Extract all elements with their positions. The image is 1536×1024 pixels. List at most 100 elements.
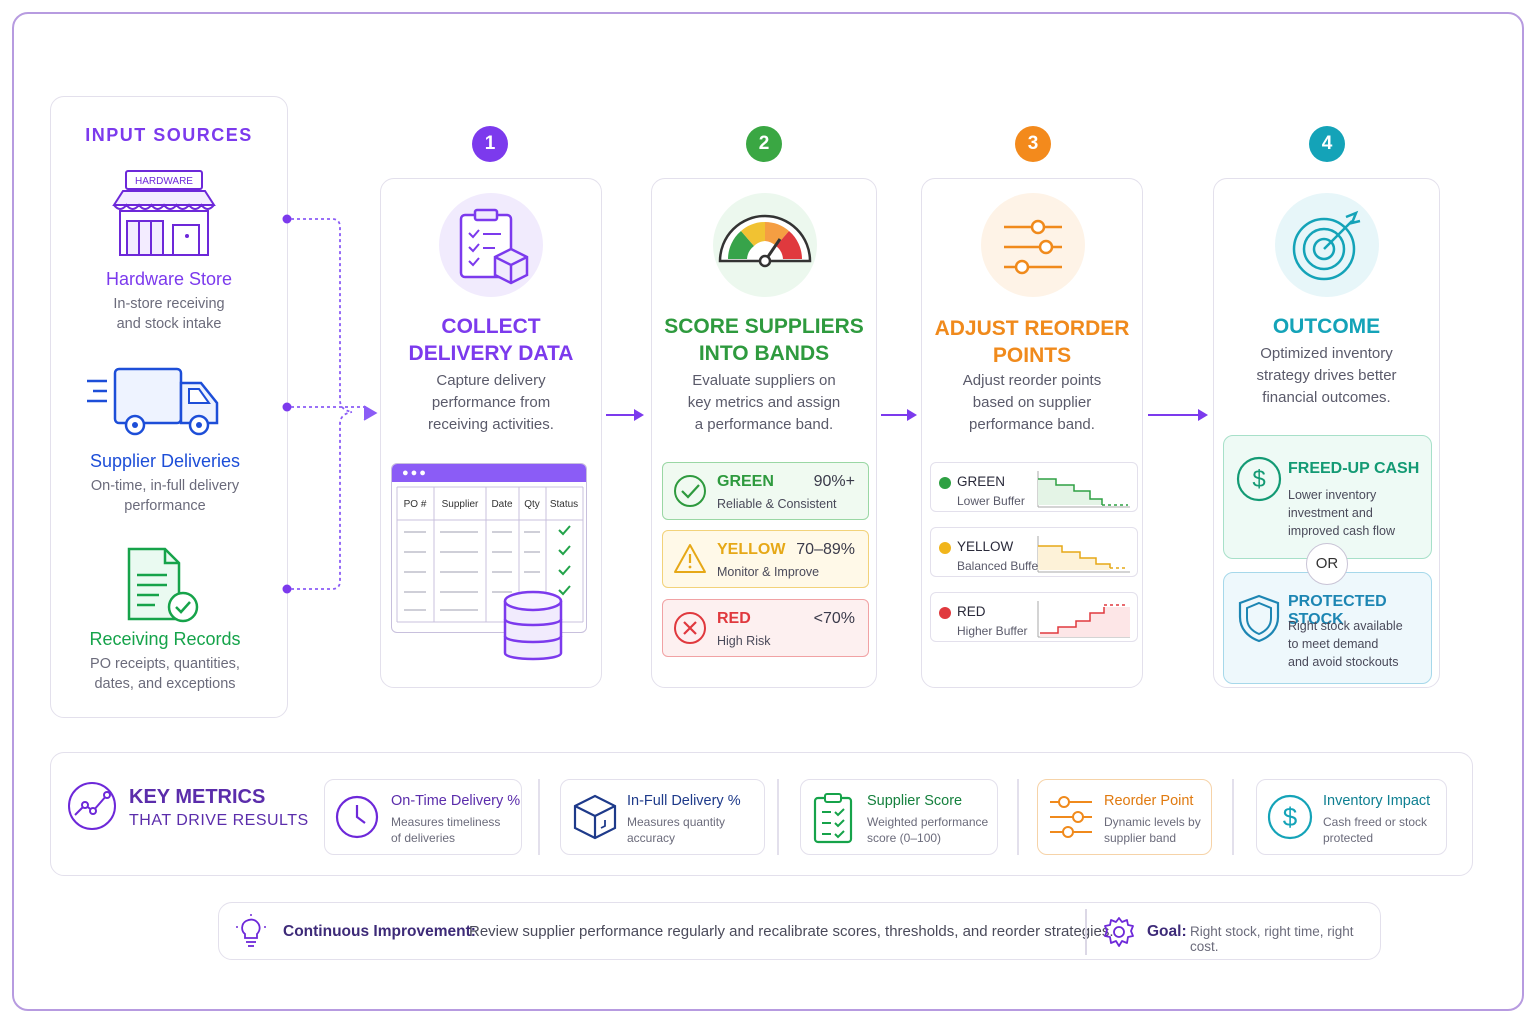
target-icon xyxy=(1292,210,1361,281)
step-2-badge: 2 xyxy=(746,126,782,162)
receiving-records-desc-line: PO receipts, quantities, xyxy=(90,656,240,672)
yellow-dot xyxy=(939,542,951,554)
continuous-improvement-label: Continuous Improvement: xyxy=(283,923,476,940)
continuous-improvement-text: Review supplier performance regularly an… xyxy=(469,923,1114,940)
reorder-green-sub: Lower Buffer xyxy=(957,494,1025,508)
receiving-records-icon xyxy=(127,547,199,623)
metric-divider xyxy=(1232,779,1234,855)
hardware-store-desc-line: and stock intake xyxy=(116,316,222,332)
reorder-band-yellow: YELLOW Balanced Buffer xyxy=(930,527,1138,577)
diagram-frame xyxy=(12,12,1524,1011)
step-1-title-line: COLLECT xyxy=(441,315,541,338)
supplier-deliveries-desc-line: performance xyxy=(124,498,206,514)
metric-desc-line: protected xyxy=(1323,831,1374,845)
table-header-cell: PO # xyxy=(404,499,427,510)
step-3-card: ADJUST REORDER POINTS Adjust reorder poi… xyxy=(921,178,1143,688)
metric-title: On-Time Delivery % xyxy=(391,793,521,809)
metric-supplier-score: Supplier Score Weighted performance scor… xyxy=(800,779,998,855)
metric-desc: Dynamic levels by supplier band xyxy=(1104,814,1201,846)
protected-stock-desc-line: Right stock available xyxy=(1288,619,1403,633)
window-dots-icon: ●●● xyxy=(402,467,428,479)
metric-desc-line: Measures timeliness xyxy=(391,815,501,829)
step-3-badge: 3 xyxy=(1015,126,1051,162)
metric-desc-line: supplier band xyxy=(1104,831,1177,845)
metric-desc-line: Weighted performance xyxy=(867,815,989,829)
step-2-desc-line: Evaluate suppliers on xyxy=(692,372,836,389)
hardware-store-title: Hardware Store xyxy=(105,269,233,289)
step-4-title: OUTCOME xyxy=(1272,315,1381,338)
warning-icon xyxy=(674,544,706,573)
metrics-subtitle: THAT DRIVE RESULTS xyxy=(129,812,309,829)
metric-divider xyxy=(777,779,779,855)
step-4-desc-line: financial outcomes. xyxy=(1262,389,1391,406)
source-hardware-store: Hardware Store In-store receiving and st… xyxy=(51,269,287,334)
step-2-desc-line: key metrics and assign xyxy=(687,394,841,411)
step-3-desc-line: based on supplier xyxy=(972,394,1092,411)
balanced-buffer-chart-icon xyxy=(1037,536,1130,573)
step-3-title-line: POINTS xyxy=(992,344,1072,367)
protected-stock-desc: Right stock available to meet demand and… xyxy=(1288,617,1403,671)
freed-cash-desc-line: investment and xyxy=(1288,506,1373,520)
hardware-store-desc-line: In-store receiving xyxy=(113,296,225,312)
reorder-green-name: GREEN xyxy=(957,474,1006,489)
score-band-red: RED <70% High Risk xyxy=(662,599,869,657)
step-4-badge: 4 xyxy=(1309,126,1345,162)
dollar-circle-icon: $ xyxy=(1236,456,1282,502)
metric-desc-line: score (0–100) xyxy=(867,831,942,845)
goal-label: Goal: xyxy=(1147,923,1187,940)
metric-desc: Measures timeliness of deliveries xyxy=(391,814,500,846)
step-1-badge: 1 xyxy=(472,126,508,162)
table-window-bar: ●●● xyxy=(392,464,586,482)
hardware-sign-text: HARDWARE xyxy=(135,176,193,187)
outcome-freed-cash: $ FREED-UP CASH Lower inventory investme… xyxy=(1223,435,1432,559)
band-green-sub: Reliable & Consistent xyxy=(717,497,837,511)
metric-divider xyxy=(538,779,540,855)
gear-icon xyxy=(1104,917,1134,947)
supplier-deliveries-desc: On-time, in-full delivery performance xyxy=(47,476,283,516)
lower-buffer-chart-icon xyxy=(1037,471,1130,508)
input-sources-panel: INPUT SOURCES HARDWARE Hardware Store In… xyxy=(50,96,288,718)
metric-on-time-delivery: On-Time Delivery % Measures timeliness o… xyxy=(324,779,522,855)
table-header-cell: Date xyxy=(491,499,513,510)
supplier-deliveries-title: Supplier Deliveries xyxy=(89,451,241,471)
table-header-cell: Supplier xyxy=(442,499,479,510)
metric-desc-line: of deliveries xyxy=(391,831,456,845)
step-3-desc-line: Adjust reorder points xyxy=(962,372,1102,389)
step-1-card: COLLECT DELIVERY DATA Capture delivery p… xyxy=(380,178,602,688)
step-3-icon-bg xyxy=(981,193,1085,297)
metric-inventory-impact: $ Inventory Impact Cash freed or stock p… xyxy=(1256,779,1447,855)
step-1-title-line: DELIVERY DATA xyxy=(408,342,574,365)
receiving-records-desc: PO receipts, quantities, dates, and exce… xyxy=(47,654,283,694)
receiving-records-desc-line: dates, and exceptions xyxy=(94,676,236,692)
arrow-step3-to-step4 xyxy=(1148,409,1208,421)
receiving-records-title: Receiving Records xyxy=(89,629,241,649)
clipboard-box-icon xyxy=(459,208,529,285)
delivery-truck-icon xyxy=(87,367,219,436)
check-circle-icon xyxy=(674,475,706,507)
metrics-title: KEY METRICS xyxy=(129,786,266,808)
reorder-yellow-sub: Balanced Buffer xyxy=(957,559,1043,573)
metric-reorder-point: Reorder Point Dynamic levels by supplier… xyxy=(1037,779,1212,855)
sliders-icon xyxy=(1050,796,1092,838)
freed-cash-desc: Lower inventory investment and improved … xyxy=(1288,486,1395,540)
score-band-green: GREEN 90%+ Reliable & Consistent xyxy=(662,462,869,520)
band-green-pct: 90%+ xyxy=(813,473,855,490)
step-1-title: COLLECT DELIVERY DATA xyxy=(381,313,601,367)
metric-title: Inventory Impact xyxy=(1323,793,1431,809)
table-header-cell: Status xyxy=(550,499,578,510)
freed-cash-desc-line: Lower inventory xyxy=(1288,488,1377,502)
score-band-yellow: YELLOW 70–89% Monitor & Improve xyxy=(662,530,869,588)
freed-cash-desc-line: improved cash flow xyxy=(1288,524,1395,538)
arrow-step1-to-step2 xyxy=(606,409,644,421)
step-2-title: SCORE SUPPLIERS INTO BANDS xyxy=(652,313,876,367)
hardware-store-desc: In-store receiving and stock intake xyxy=(51,294,287,334)
higher-buffer-chart-icon xyxy=(1037,601,1130,638)
metric-desc: Weighted performance score (0–100) xyxy=(867,814,988,846)
step-3-title-line: ADJUST REORDER xyxy=(934,317,1130,340)
step-3-desc: Adjust reorder points based on supplier … xyxy=(922,370,1142,436)
metric-title: Supplier Score xyxy=(867,793,963,809)
footer-divider xyxy=(1085,909,1087,955)
band-yellow-sub: Monitor & Improve xyxy=(717,565,820,579)
lightbulb-icon xyxy=(236,914,266,947)
step-4-card: OUTCOME Optimized inventory strategy dri… xyxy=(1213,178,1440,688)
